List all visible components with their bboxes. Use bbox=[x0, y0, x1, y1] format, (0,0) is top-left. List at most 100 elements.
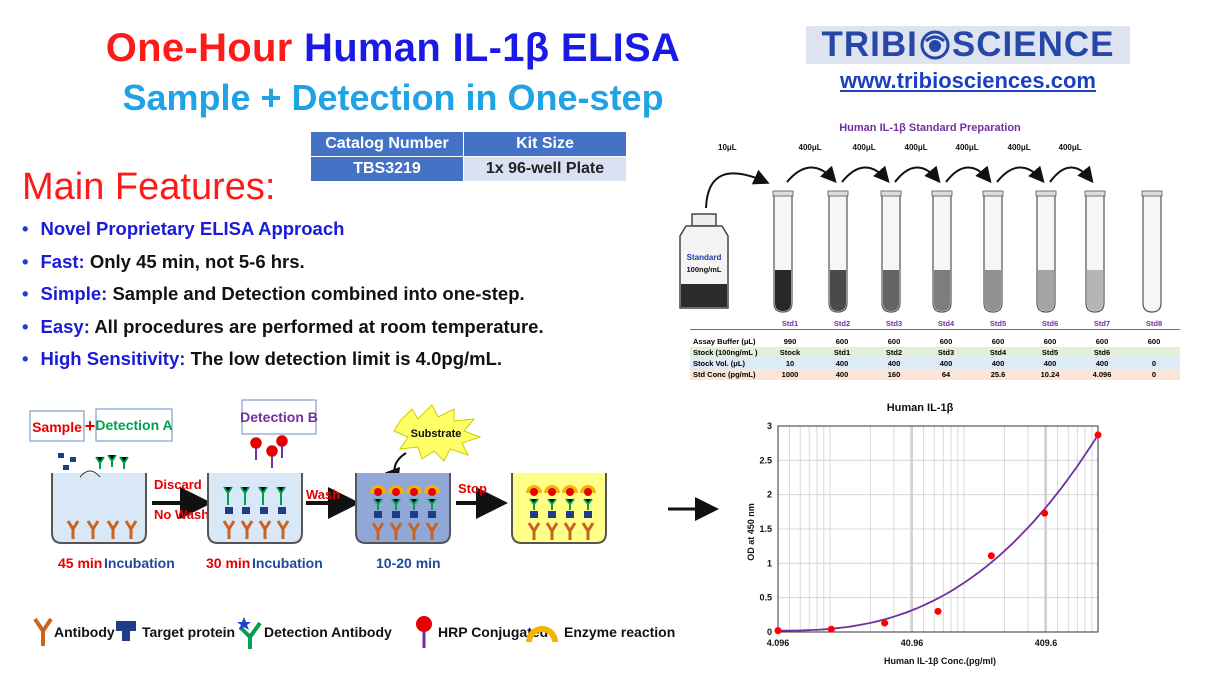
row-label: Stock (100ng/mL ) bbox=[693, 348, 758, 357]
feature-item: •Novel Proprietary ELISA Approach bbox=[22, 218, 345, 239]
header-cell: Std1 bbox=[781, 319, 799, 328]
tube bbox=[931, 190, 953, 313]
table-cell: 0 bbox=[1151, 370, 1157, 379]
table-cell: 64 bbox=[941, 370, 951, 379]
data-point bbox=[1094, 431, 1102, 439]
header-cell: Std8 bbox=[1145, 319, 1163, 328]
well-step-3 bbox=[355, 473, 451, 544]
legend-label: Enzyme reaction bbox=[564, 624, 676, 640]
wash-label: Wash bbox=[306, 487, 340, 502]
y-tick-label: 1.5 bbox=[759, 524, 772, 534]
data-point bbox=[987, 552, 995, 560]
y-tick-label: 0.5 bbox=[759, 593, 772, 603]
step2-time: 30 min bbox=[206, 555, 250, 571]
standard-table-header: Std1 Std2 Std3 Std4 Std5 Std6 Std7 Std8 bbox=[690, 318, 1180, 330]
catalog-table: Catalog Number Kit Size TBS3219 1x 96-we… bbox=[310, 131, 627, 182]
table-cell: 600 bbox=[887, 337, 901, 346]
header-cell: Std6 bbox=[1041, 319, 1059, 328]
header-cell: Std5 bbox=[989, 319, 1007, 328]
table-cell: Std6 bbox=[1093, 348, 1111, 357]
data-point bbox=[774, 627, 782, 635]
feature-item: •Easy: All procedures are performed at r… bbox=[22, 315, 544, 337]
tube bbox=[1141, 190, 1163, 313]
chart-xlabel: Human IL-1β Conc.(pg/ml) bbox=[884, 656, 996, 666]
y-tick-label: 3 bbox=[767, 421, 772, 431]
antibody-icon bbox=[33, 617, 53, 646]
substrate-burst bbox=[393, 404, 482, 462]
vial-label-conc: 100ng/mL bbox=[686, 265, 721, 274]
tube bbox=[982, 190, 1004, 313]
catalog-header-number: Catalog Number bbox=[310, 131, 464, 157]
legend-enzyme: Enzyme reaction bbox=[524, 616, 675, 648]
table-cell: 600 bbox=[835, 337, 849, 346]
enzyme-reaction-icon bbox=[526, 626, 558, 642]
legend-hrp: HRP Conjugated bbox=[414, 616, 548, 648]
feature-text: All procedures are performed at room tem… bbox=[89, 315, 544, 337]
table-cell: Std1 bbox=[833, 348, 851, 357]
table-cell: 400 bbox=[991, 359, 1005, 368]
tube bbox=[1084, 190, 1106, 313]
legend-label: Antibody bbox=[54, 624, 115, 640]
tube bbox=[772, 190, 794, 313]
table-cell: Std5 bbox=[1041, 348, 1059, 357]
table-cell: 990 bbox=[783, 337, 797, 346]
feature-text: Only 45 min, not 5-6 hrs. bbox=[84, 250, 305, 272]
chart-ylabel: OD at 450 nm bbox=[746, 503, 756, 561]
detection-b-box bbox=[241, 399, 317, 435]
kit-size: 1x 96-well Plate bbox=[463, 156, 627, 182]
standard-prep-title: Human IL-1β Standard Preparation bbox=[839, 122, 1021, 134]
feature-item: •High Sensitivity: The low detection lim… bbox=[22, 348, 503, 369]
catalog-number: TBS3219 bbox=[310, 156, 464, 182]
detection-b-label: Detection B bbox=[240, 409, 318, 425]
title-product: Human IL-1β ELISA bbox=[304, 26, 681, 70]
transfer-arrow bbox=[894, 165, 941, 184]
header-cell: Std3 bbox=[885, 319, 903, 328]
transfer-label: 400μL bbox=[1008, 143, 1031, 152]
legend-detection-ab: Detection Antibody bbox=[236, 616, 392, 649]
table-cell: 600 bbox=[939, 337, 953, 346]
table-cell: 160 bbox=[887, 370, 901, 379]
enzyme-reaction-marks bbox=[370, 485, 440, 496]
table-cell: 400 bbox=[887, 359, 901, 368]
standard-table: Std1 Std2 Std3 Std4 Std5 Std6 Std7 Std8 … bbox=[690, 318, 1180, 380]
table-cell: 600 bbox=[1095, 337, 1109, 346]
row-label: Assay Buffer (μL) bbox=[693, 337, 756, 346]
x-tick-label: 40.96 bbox=[901, 638, 924, 648]
step2-text: Incubation bbox=[252, 555, 323, 571]
transfer-label: 400μL bbox=[956, 143, 979, 152]
legend-label: Target protein bbox=[142, 624, 236, 640]
tube bbox=[880, 190, 902, 313]
transfer-arrow bbox=[1049, 165, 1094, 184]
table-cell: Std4 bbox=[989, 348, 1007, 357]
fit-curve bbox=[778, 434, 1099, 632]
features-list: •Novel Proprietary ELISA Approach •Fast:… bbox=[22, 218, 544, 381]
transfer-label: 10μL bbox=[718, 143, 737, 152]
transfer-arrow bbox=[705, 169, 770, 209]
transfer-label: 400μL bbox=[799, 143, 822, 152]
transfer-arrows bbox=[705, 165, 1094, 209]
standard-prep-diagram: Standard 100ng/mL 10μL 400μL 400μL 400μL… bbox=[679, 143, 1163, 313]
logo-text-right: SCIENCE bbox=[951, 25, 1115, 64]
data-point bbox=[881, 619, 889, 627]
table-cell: 400 bbox=[939, 359, 953, 368]
y-tick-label: 2.5 bbox=[759, 455, 772, 465]
transfer-arrow bbox=[786, 165, 837, 183]
title-one-hour: One-Hour bbox=[105, 26, 293, 70]
row-label: Stock Vol. (μL) bbox=[693, 359, 745, 368]
feature-key: Easy: bbox=[40, 315, 90, 337]
header-cell: Std4 bbox=[937, 319, 955, 328]
table-cell: 10 bbox=[785, 359, 795, 368]
dilution-tubes bbox=[772, 190, 1163, 313]
target-protein-icon bbox=[116, 621, 136, 641]
well-step-1 bbox=[51, 453, 147, 544]
header-cell: Std7 bbox=[1093, 319, 1111, 328]
transfer-label: 400μL bbox=[1059, 143, 1082, 152]
website-link[interactable]: www.tribiosciences.com bbox=[840, 68, 1096, 93]
feature-key: Novel Proprietary ELISA Approach bbox=[40, 218, 345, 239]
